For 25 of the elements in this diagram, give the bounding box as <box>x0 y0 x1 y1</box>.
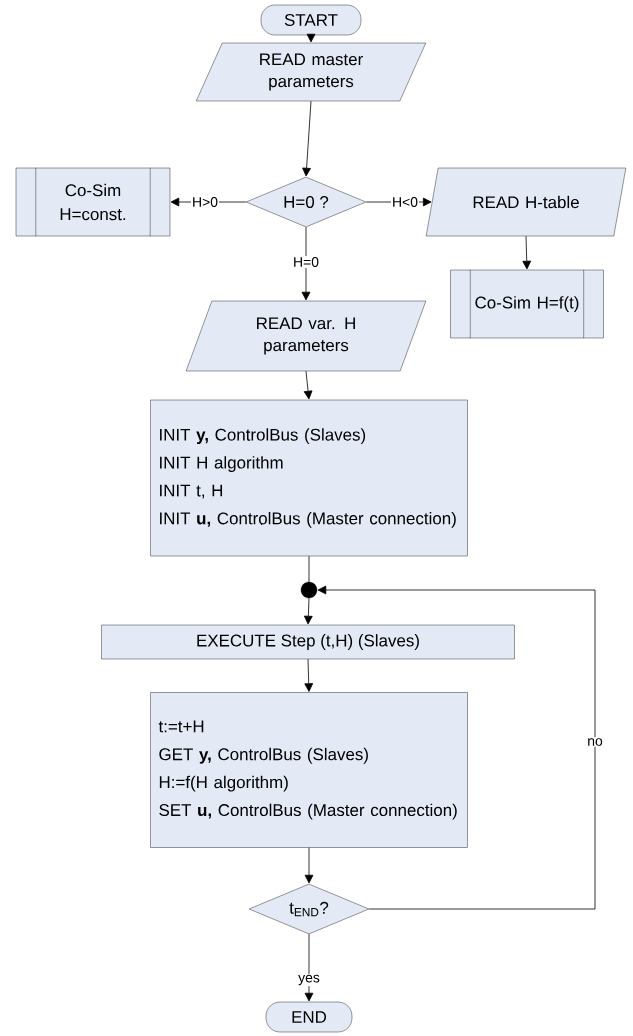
process-box: INIT y, ControlBus (Slaves) INIT H algorithm INIT t, H INIT u, ControlBus (Master connection) <box>150 399 468 557</box>
io-parallelogram: READ var. H parameters <box>185 300 427 372</box>
terminal-box: START <box>260 4 362 36</box>
process-box: EXECUTE Step (t,H) (Slaves) <box>101 624 515 660</box>
subroutine-box: Co-Sim H=const. <box>15 167 171 237</box>
arrow <box>317 585 596 910</box>
edge-label: H=0 <box>292 256 320 268</box>
arrow <box>306 33 316 43</box>
edge-label: no <box>586 737 604 747</box>
arrow <box>304 933 314 1002</box>
process-box: t:=t+H GET y, ControlBus (Slaves) H:=f(H algorithm) SET u, ControlBus (Master connection) <box>150 692 468 848</box>
arrow <box>302 100 312 177</box>
arrow <box>303 597 313 625</box>
subroutine-box: Co-Sim H=f(t) <box>450 269 604 339</box>
arrow <box>304 658 314 692</box>
arrow <box>304 847 314 884</box>
terminal-box: END <box>265 1001 353 1033</box>
arrow <box>303 370 313 400</box>
io-parallelogram: READ master parameters <box>196 42 426 102</box>
edge-label: H<0 <box>391 196 419 208</box>
io-parallelogram: READ H-table <box>425 167 627 237</box>
edge-label: yes <box>297 973 321 987</box>
arrow <box>522 235 532 270</box>
edge-label: H>0 <box>191 196 219 208</box>
arrow <box>301 226 311 301</box>
